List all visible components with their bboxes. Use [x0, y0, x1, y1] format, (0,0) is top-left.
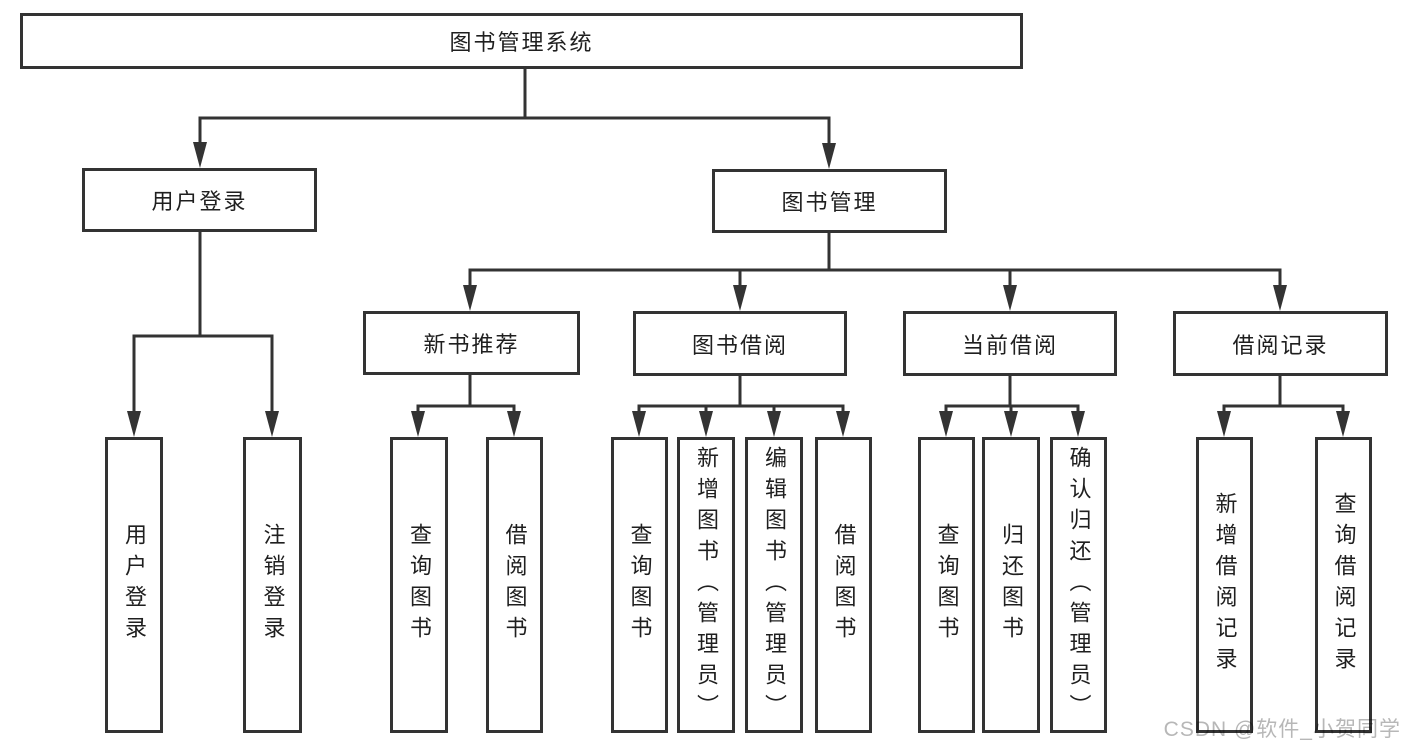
leaf-br-query-record-label: 查询借阅记录 — [1331, 492, 1357, 678]
leaf-user-login-label: 用户登录 — [122, 523, 147, 647]
connector-new-book-recommend-to-leaves — [411, 375, 521, 437]
node-book-borrow: 图书借阅 — [633, 311, 847, 376]
node-book-management: 图书管理 — [712, 169, 947, 233]
node-user-login: 用户登录 — [82, 168, 317, 232]
leaf-bb-query-books: 查询图书 — [611, 437, 668, 733]
leaf-nb-query-books: 查询图书 — [390, 437, 448, 733]
connector-book-borrow-to-leaves — [632, 376, 850, 437]
leaf-nb-query-books-label: 查询图书 — [407, 523, 432, 647]
leaf-logout: 注销登录 — [243, 437, 302, 733]
leaf-bb-edit-books-admin: 编辑图书（管理员） — [745, 437, 803, 733]
leaf-bb-borrow-books-label: 借阅图书 — [831, 523, 857, 647]
node-current-borrow: 当前借阅 — [903, 311, 1117, 376]
leaf-bb-query-books-label: 查询图书 — [627, 523, 653, 647]
connector-root-to-level2 — [193, 69, 836, 169]
leaf-user-login: 用户登录 — [105, 437, 163, 733]
leaf-cb-confirm-return-admin: 确认归还（管理员） — [1050, 437, 1107, 733]
leaf-logout-label: 注销登录 — [260, 523, 286, 647]
connector-borrow-records-to-leaves — [1217, 376, 1350, 437]
leaf-nb-borrow-books-label: 借阅图书 — [502, 523, 528, 647]
csdn-watermark: CSDN @软件_小贺同学 — [1163, 718, 1401, 741]
leaf-cb-return-books: 归还图书 — [982, 437, 1040, 733]
leaf-nb-borrow-books: 借阅图书 — [486, 437, 543, 733]
node-new-book-recommend: 新书推荐 — [363, 311, 580, 375]
leaf-cb-confirm-return-admin-label: 确认归还（管理员） — [1066, 445, 1092, 725]
connector-book-management-to-level3 — [463, 233, 1287, 311]
leaf-cb-return-books-label: 归还图书 — [999, 523, 1024, 647]
connector-current-borrow-to-leaves — [939, 376, 1085, 437]
node-system-root: 图书管理系统 — [20, 13, 1023, 69]
leaf-bb-add-books-admin-label: 新增图书（管理员） — [694, 445, 719, 725]
node-borrow-records: 借阅记录 — [1173, 311, 1388, 376]
leaf-br-query-record: 查询借阅记录 — [1315, 437, 1372, 733]
connector-user-login-to-leaves — [127, 232, 279, 437]
leaf-cb-query-books-label: 查询图书 — [934, 523, 960, 647]
leaf-cb-query-books: 查询图书 — [918, 437, 975, 733]
leaf-br-add-record-label: 新增借阅记录 — [1212, 492, 1238, 678]
leaf-bb-add-books-admin: 新增图书（管理员） — [677, 437, 735, 733]
leaf-bb-borrow-books: 借阅图书 — [815, 437, 872, 733]
leaf-br-add-record: 新增借阅记录 — [1196, 437, 1253, 733]
leaf-bb-edit-books-admin-label: 编辑图书（管理员） — [762, 445, 787, 725]
